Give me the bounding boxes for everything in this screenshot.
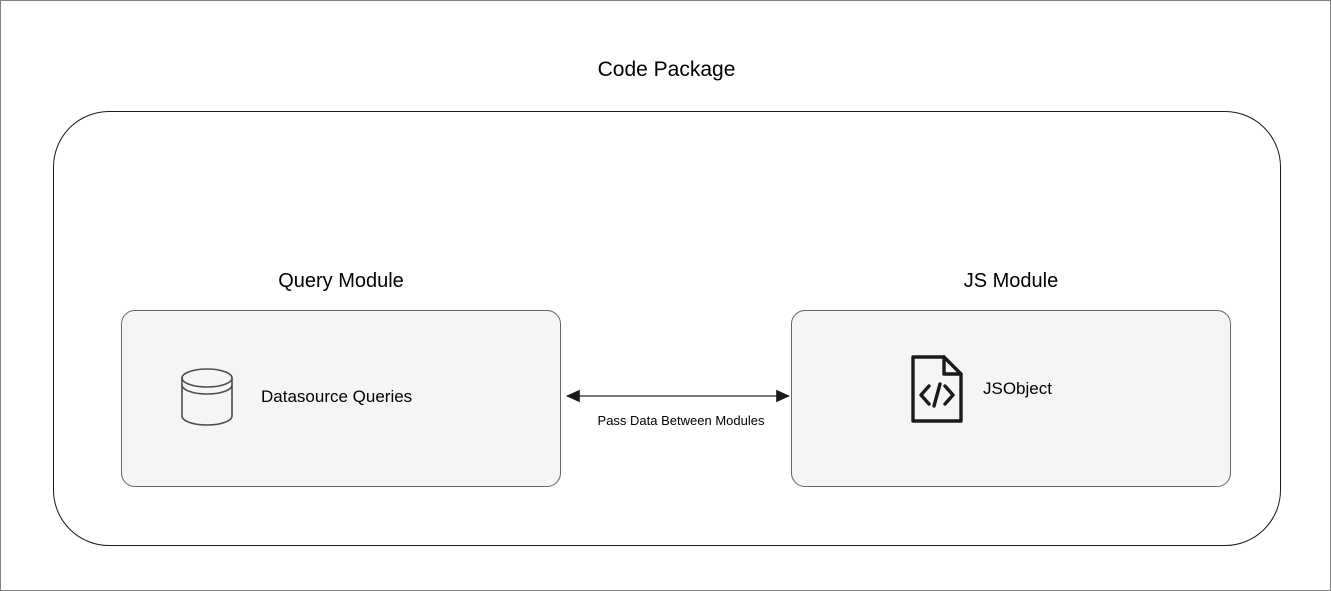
query-module-box (121, 310, 561, 487)
query-module-title: Query Module (278, 270, 404, 292)
code-package-container (53, 111, 1281, 546)
code-document-icon (909, 353, 965, 425)
module-connector-arrow (557, 383, 799, 409)
package-title: Code Package (597, 58, 736, 81)
jsobject-node[interactable]: JSObject (909, 353, 1052, 425)
datasource-queries-node[interactable]: Datasource Queries (171, 361, 412, 433)
connector-label: Pass Data Between Modules (597, 413, 765, 428)
database-cylinder-icon (171, 361, 243, 433)
jsobject-label: JSObject (983, 379, 1052, 398)
js-module-box (791, 310, 1231, 487)
js-module-title: JS Module (963, 270, 1059, 292)
datasource-queries-label: Datasource Queries (261, 387, 413, 406)
